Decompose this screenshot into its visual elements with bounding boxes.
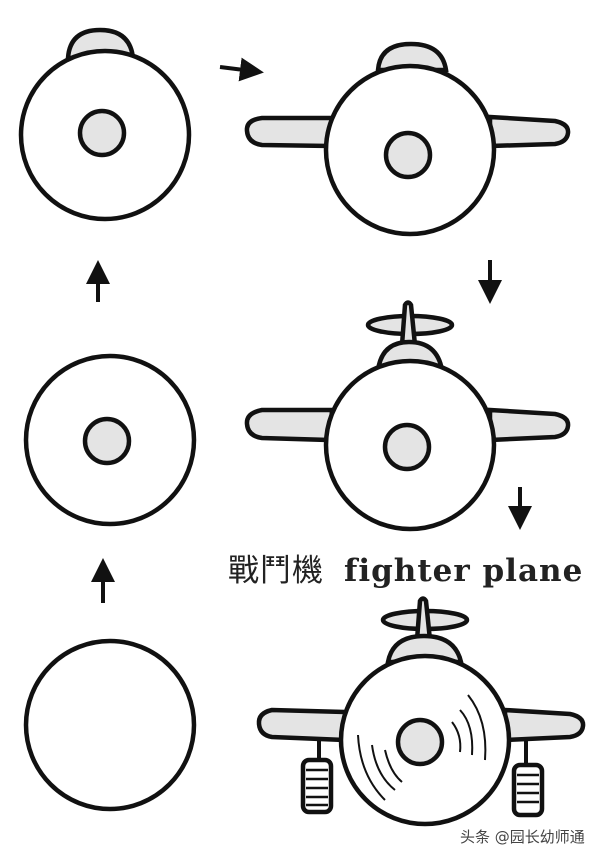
step-6-fighter-plane (256, 596, 586, 827)
step-3-cockpit (18, 27, 192, 222)
step-2-body (23, 353, 197, 527)
step-4-wings (244, 41, 571, 237)
caption: 戰鬥機 fighter plane (228, 545, 583, 590)
step-5-propeller (244, 300, 571, 532)
step-1-circle (23, 638, 197, 812)
caption-chinese: 戰鬥機 (228, 553, 324, 589)
caption-english: fighter plane (344, 553, 584, 589)
watermark: 头条 @园长幼师通 (460, 828, 585, 846)
spin-lines (357, 694, 487, 801)
arrow-right-icon (219, 57, 264, 82)
